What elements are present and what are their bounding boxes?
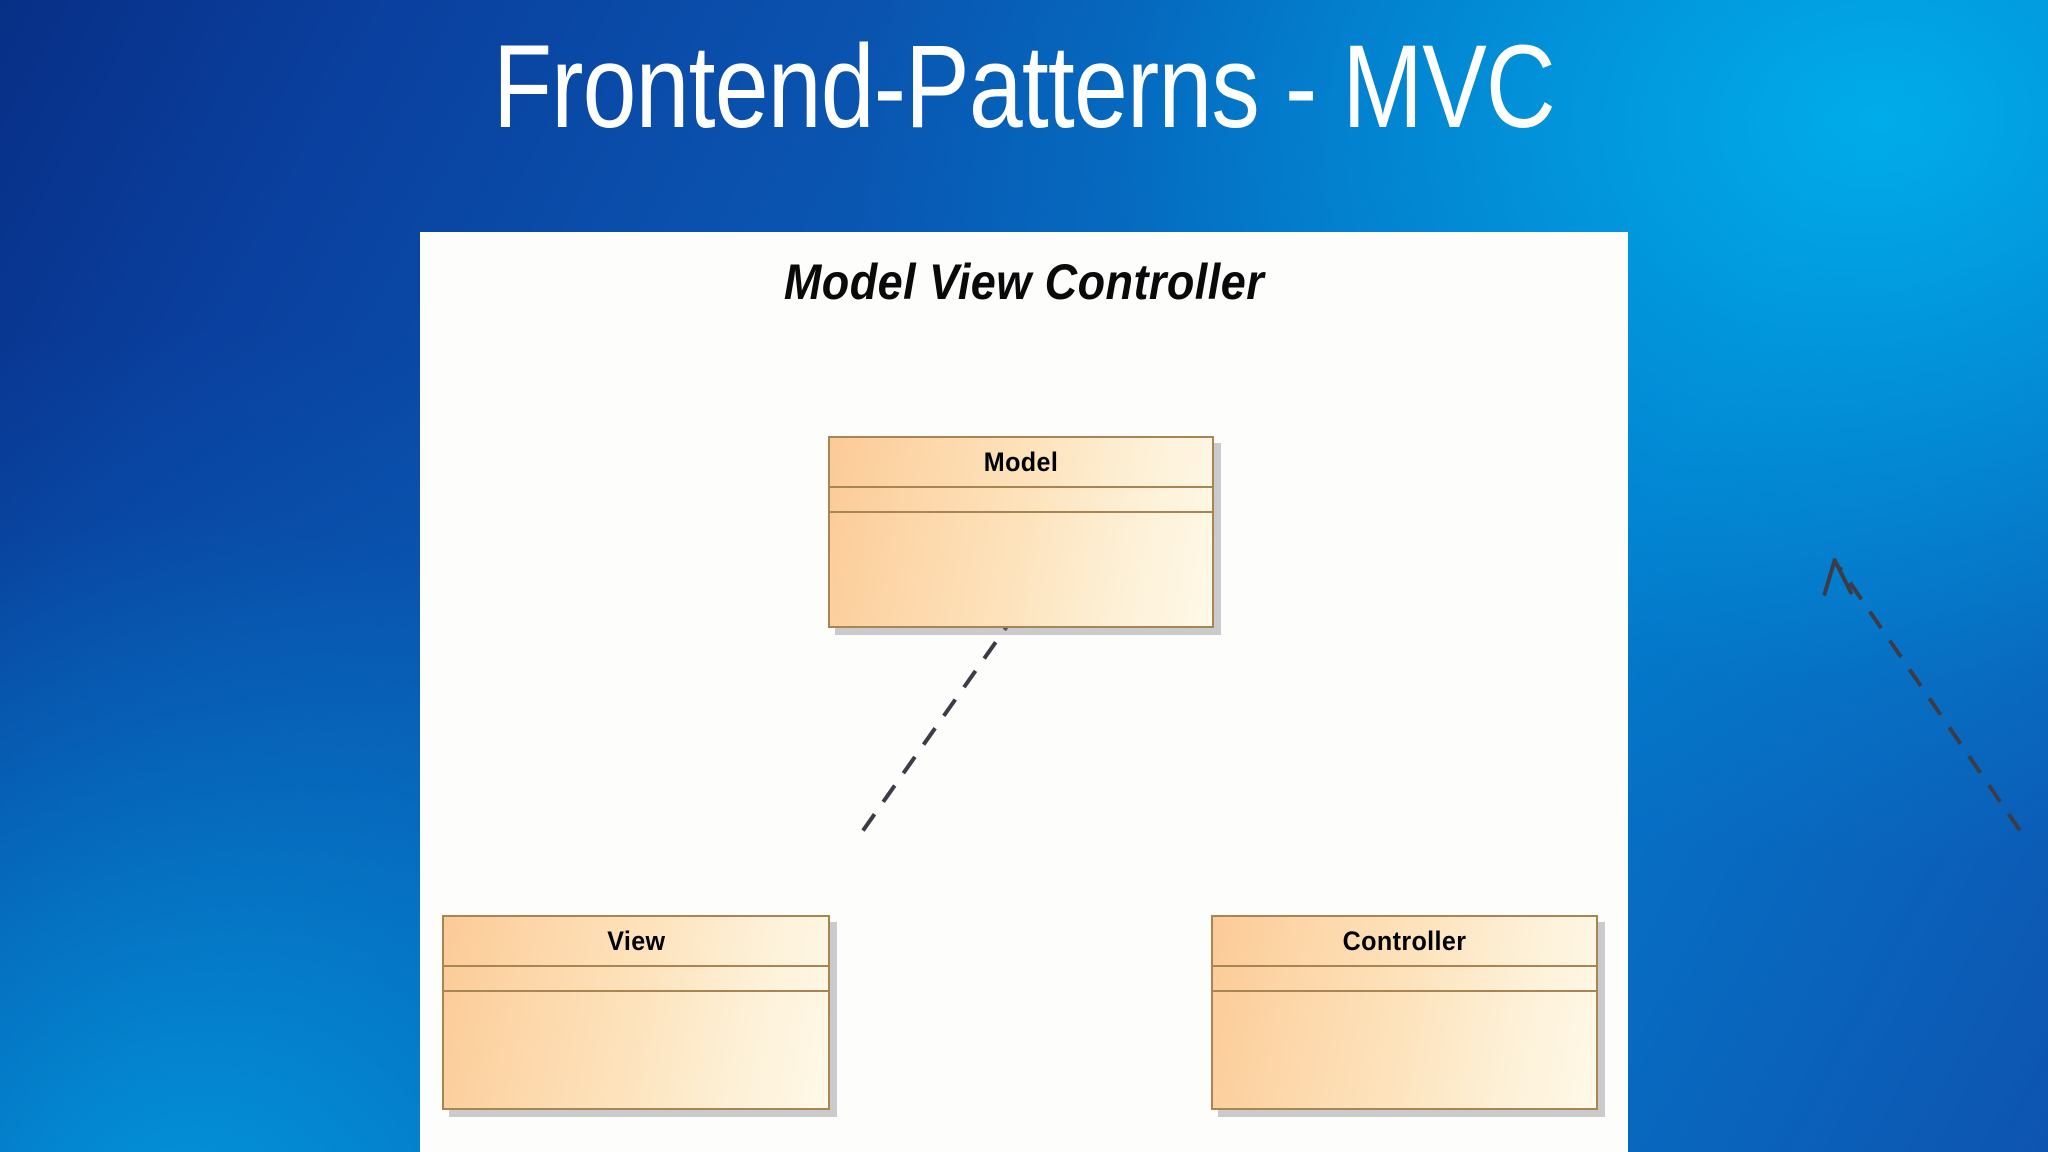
uml-class-view[interactable]: View — [442, 915, 830, 1110]
uml-class-view-title: View — [444, 917, 828, 967]
uml-class-model-name: Model — [983, 446, 1059, 477]
uml-class-model[interactable]: Model — [828, 436, 1214, 628]
uml-class-model-operations — [830, 513, 1212, 626]
uml-class-controller-operations — [1213, 992, 1596, 1108]
uml-class-model-attributes — [830, 488, 1212, 513]
uml-class-controller-attributes — [1213, 967, 1596, 992]
uml-class-view-attributes — [444, 967, 828, 992]
uml-class-model-title: Model — [830, 438, 1212, 488]
uml-class-controller-title: Controller — [1213, 917, 1596, 967]
page-title: Frontend-Patterns - MVC — [492, 21, 1556, 153]
uml-class-controller-name: Controller — [1342, 925, 1467, 956]
uml-class-view-operations — [444, 992, 828, 1108]
diagram-heading: Model View Controller — [783, 254, 1265, 310]
connector-controller-to-model — [1822, 558, 2022, 832]
uml-class-view-name: View — [606, 925, 666, 956]
uml-class-controller[interactable]: Controller — [1211, 915, 1598, 1110]
